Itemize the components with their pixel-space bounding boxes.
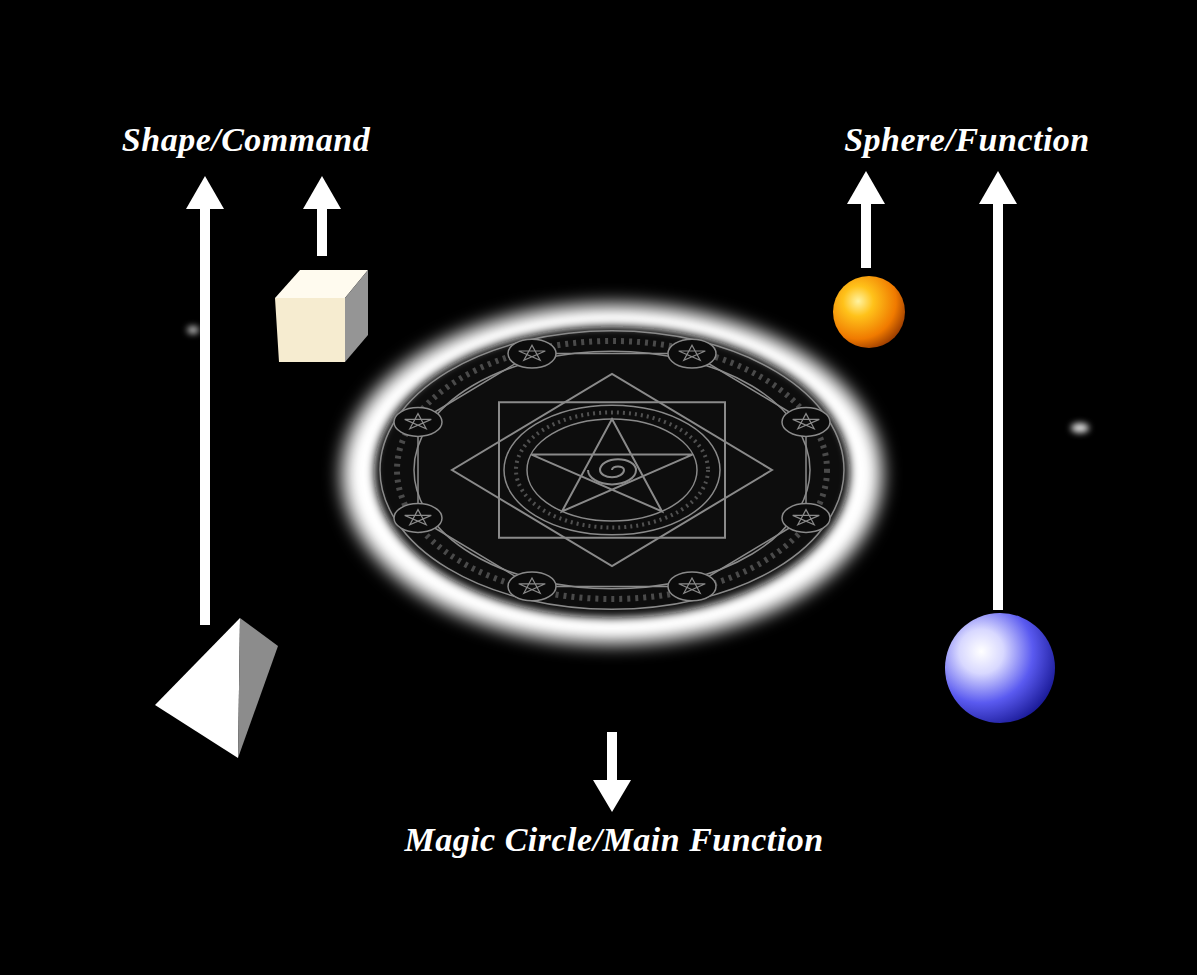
tetrahedron: [155, 618, 278, 758]
arrow: [979, 171, 1017, 610]
star-dot: [187, 326, 199, 334]
caption-label: Magic Circle/Main Function: [404, 821, 823, 859]
arrow: [186, 176, 224, 625]
caption-label: Sphere/Function: [844, 121, 1090, 159]
caption-label: Shape/Command: [122, 121, 370, 159]
cube: [275, 270, 368, 362]
magic-circle: [342, 304, 882, 644]
star-dot: [1071, 423, 1089, 433]
blue-sphere: [945, 613, 1055, 723]
arrow: [303, 176, 341, 256]
orange-sphere: [833, 276, 905, 348]
arrow: [847, 171, 885, 268]
arrow: [593, 732, 631, 812]
